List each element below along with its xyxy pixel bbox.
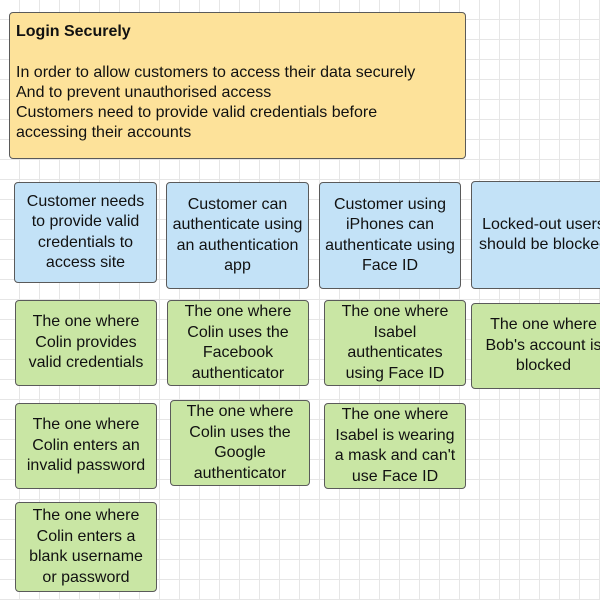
story-line: In order to allow customers to access th… bbox=[16, 64, 416, 81]
example-card[interactable]: The one where Colin uses the Facebook au… bbox=[167, 300, 309, 386]
example-text: The one where Colin enters a blank usern… bbox=[29, 507, 143, 586]
example-text: The one where Colin provides valid crede… bbox=[28, 313, 144, 372]
example-text: The one where Isabel authenticates using… bbox=[341, 303, 449, 382]
example-text: The one where Colin enters an invalid pa… bbox=[26, 416, 146, 475]
story-title: Login Securely bbox=[16, 23, 131, 40]
story-line: accessing their accounts bbox=[16, 124, 192, 141]
rule-text: Customer can authenticate using an authe… bbox=[172, 195, 303, 275]
rule-card-locked-out[interactable]: Locked-out users should be blocked bbox=[471, 181, 600, 289]
rule-text: Customer needs to provide valid credenti… bbox=[26, 192, 145, 272]
example-card[interactable]: The one where Colin enters a blank usern… bbox=[15, 502, 157, 592]
example-card[interactable]: The one where Bob's account is blocked bbox=[471, 303, 600, 389]
story-line: Customers need to provide valid credenti… bbox=[16, 104, 378, 121]
example-card[interactable]: The one where Colin uses the Google auth… bbox=[170, 400, 310, 486]
rule-card-authentication-app[interactable]: Customer can authenticate using an authe… bbox=[166, 182, 309, 289]
story-line: And to prevent unauthorised access bbox=[16, 84, 272, 101]
example-card[interactable]: The one where Colin provides valid crede… bbox=[15, 300, 157, 386]
example-card[interactable]: The one where Isabel authenticates using… bbox=[324, 300, 466, 386]
example-card[interactable]: The one where Colin enters an invalid pa… bbox=[15, 403, 157, 489]
rule-card-face-id[interactable]: Customer using iPhones can authenticate … bbox=[319, 182, 461, 289]
example-text: The one where Colin uses the Facebook au… bbox=[184, 303, 292, 382]
example-text: The one where Colin uses the Google auth… bbox=[186, 403, 294, 482]
rule-text: Locked-out users should be blocked bbox=[479, 215, 600, 254]
story-card[interactable]: Login Securely In order to allow custome… bbox=[9, 12, 466, 159]
rule-text: Customer using iPhones can authenticate … bbox=[325, 195, 455, 275]
example-card[interactable]: The one where Isabel is wearing a mask a… bbox=[324, 403, 466, 489]
example-text: The one where Isabel is wearing a mask a… bbox=[334, 406, 456, 485]
example-text: The one where Bob's account is blocked bbox=[485, 316, 600, 375]
rule-card-valid-credentials[interactable]: Customer needs to provide valid credenti… bbox=[14, 182, 157, 283]
